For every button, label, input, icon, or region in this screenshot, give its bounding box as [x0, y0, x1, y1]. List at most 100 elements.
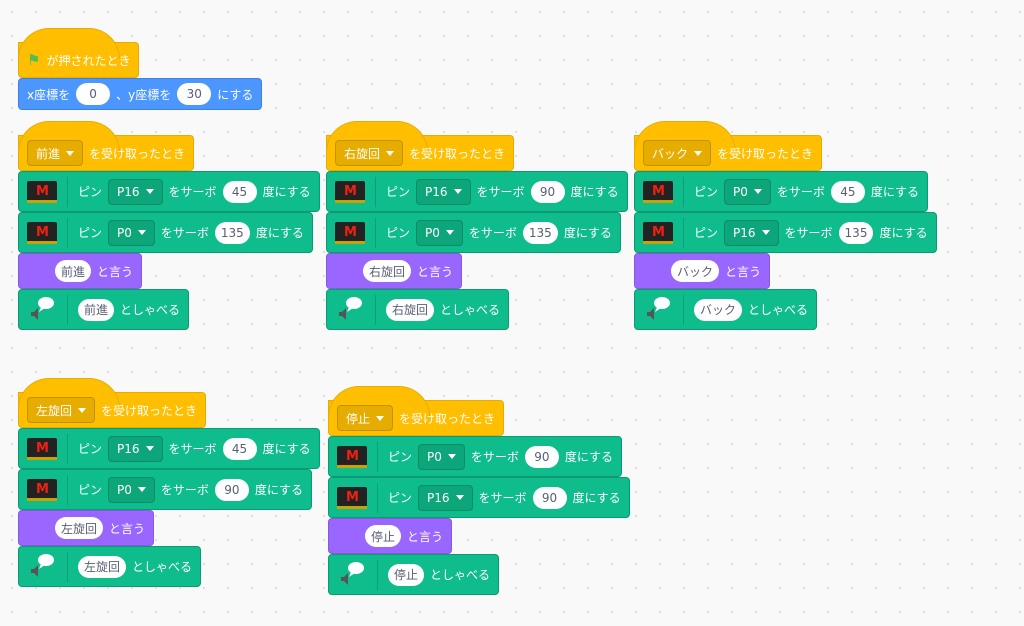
microbit-icon — [643, 180, 673, 203]
block-label: 度にする — [262, 185, 311, 199]
say-text-input[interactable]: 前進 — [55, 260, 92, 282]
script[interactable]: 右旋回を受け取ったときピンP16をサーボ90度にするピンP0をサーボ135度にす… — [326, 121, 628, 330]
speak-text-input[interactable]: バック — [694, 298, 743, 321]
say-block[interactable]: 停止と言う — [328, 518, 453, 554]
speak-text-input[interactable]: 停止 — [388, 563, 425, 586]
pin-dropdown[interactable]: P0 — [108, 476, 155, 503]
angle-input[interactable]: 90 — [214, 478, 249, 501]
angle-input[interactable]: 45 — [222, 180, 257, 203]
chevron-down-icon — [137, 230, 146, 235]
block-label: をサーボ — [784, 226, 833, 240]
pin-dropdown[interactable]: P16 — [724, 219, 779, 246]
when-i-receive-block[interactable]: 前進を受け取ったとき — [18, 121, 195, 171]
script[interactable]: 左旋回を受け取ったときピンP16をサーボ45度にするピンP0をサーボ90度にする… — [18, 378, 320, 587]
pin-dropdown[interactable]: P0 — [724, 178, 771, 205]
speak-text-input[interactable]: 右旋回 — [386, 298, 435, 321]
angle-input[interactable]: 90 — [532, 486, 567, 509]
message-dropdown[interactable]: 前進 — [27, 140, 84, 166]
divider — [375, 176, 376, 207]
microbit-icon — [27, 180, 57, 203]
pin-value: P16 — [733, 225, 756, 240]
block-label: ピン — [78, 442, 103, 456]
block-label: をサーボ — [478, 491, 527, 505]
divider — [375, 217, 376, 248]
chevron-down-icon — [455, 495, 464, 500]
speak-block[interactable]: バックとしゃべる — [634, 289, 818, 330]
block-label: ピン — [694, 185, 719, 199]
block-label: ピン — [78, 483, 103, 497]
y-input[interactable]: 30 — [177, 83, 212, 105]
say-block[interactable]: 右旋回と言う — [326, 253, 463, 289]
speak-block[interactable]: 停止としゃべる — [328, 554, 500, 595]
divider — [683, 294, 684, 325]
speak-text-input[interactable]: 前進 — [78, 298, 115, 321]
angle-input[interactable]: 90 — [524, 445, 559, 468]
say-text-input[interactable]: 左旋回 — [55, 517, 104, 539]
say-block[interactable]: 前進と言う — [18, 253, 143, 289]
speech-bubble-speaker-icon — [643, 294, 673, 325]
pin-dropdown[interactable]: P16 — [416, 178, 471, 205]
when-i-receive-block[interactable]: バックを受け取ったとき — [634, 121, 823, 171]
angle-input[interactable]: 45 — [830, 180, 865, 203]
x-input[interactable]: 0 — [76, 83, 111, 105]
pin-value: P16 — [117, 441, 140, 456]
angle-input[interactable]: 135 — [214, 221, 250, 244]
script[interactable]: 前進を受け取ったときピンP16をサーボ45度にするピンP0をサーボ135度にする… — [18, 121, 320, 330]
block-label: 度にする — [570, 185, 619, 199]
speak-text-input[interactable]: 左旋回 — [78, 555, 127, 578]
pin-dropdown[interactable]: P16 — [108, 178, 163, 205]
chevron-down-icon — [445, 230, 454, 235]
say-block[interactable]: 左旋回と言う — [18, 510, 155, 546]
script[interactable]: 停止を受け取ったときピンP0をサーボ90度にするピンP16をサーボ90度にする停… — [328, 386, 630, 595]
when-i-receive-block[interactable]: 左旋回を受け取ったとき — [18, 378, 207, 428]
chevron-down-icon — [753, 189, 762, 194]
block-label: としゃべる — [430, 568, 491, 582]
script[interactable]: バックを受け取ったときピンP0をサーボ45度にするピンP16をサーボ135度にす… — [634, 121, 937, 330]
say-block[interactable]: バックと言う — [634, 253, 771, 289]
block-label: を受け取ったとき — [409, 146, 506, 161]
message-dropdown[interactable]: 停止 — [337, 405, 394, 431]
block-label: ピン — [694, 226, 719, 240]
message-dropdown[interactable]: 右旋回 — [335, 140, 404, 166]
angle-input[interactable]: 135 — [838, 221, 874, 244]
divider — [67, 294, 68, 325]
speak-block[interactable]: 右旋回としゃべる — [326, 289, 510, 330]
chevron-down-icon — [66, 150, 75, 156]
pin-dropdown[interactable]: P0 — [416, 219, 463, 246]
block-label: 度にする — [870, 185, 920, 199]
when-flag-clicked-block[interactable]: ⚑が押されたとき — [18, 28, 140, 78]
angle-input[interactable]: 90 — [530, 180, 565, 203]
when-i-receive-block[interactable]: 右旋回を受け取ったとき — [326, 121, 515, 171]
speak-block[interactable]: 前進としゃべる — [18, 289, 190, 330]
say-text-input[interactable]: バック — [671, 260, 720, 282]
pin-dropdown[interactable]: P16 — [108, 435, 163, 462]
say-text-input[interactable]: 停止 — [365, 525, 402, 547]
divider — [67, 433, 68, 464]
speech-bubble-speaker-icon — [335, 294, 365, 325]
pin-dropdown[interactable]: P0 — [108, 219, 155, 246]
message-dropdown[interactable]: 左旋回 — [27, 397, 96, 423]
microbit-icon — [27, 437, 57, 460]
angle-input[interactable]: 45 — [222, 437, 257, 460]
message-dropdown[interactable]: バック — [643, 140, 712, 166]
speak-block[interactable]: 左旋回としゃべる — [18, 546, 202, 587]
pin-dropdown[interactable]: P0 — [418, 443, 465, 470]
block-label: ピン — [388, 491, 413, 505]
angle-input[interactable]: 135 — [522, 221, 558, 244]
pin-value: P16 — [117, 184, 140, 199]
when-i-receive-block[interactable]: 停止を受け取ったとき — [328, 386, 505, 436]
say-text-input[interactable]: 右旋回 — [363, 260, 412, 282]
pin-dropdown[interactable]: P16 — [418, 484, 473, 511]
